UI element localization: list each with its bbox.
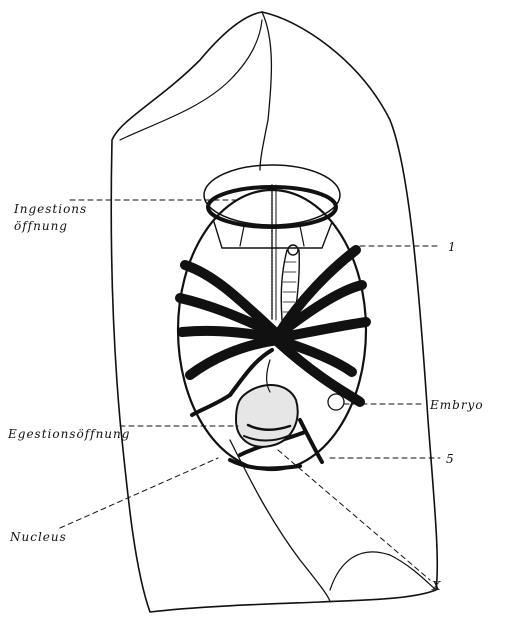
- lower-right-fold: [330, 552, 436, 590]
- cup-strut-left: [240, 226, 244, 246]
- label-embryo: Embryo: [429, 398, 484, 412]
- label-number-5: 5: [446, 452, 455, 466]
- label-x: X: [431, 579, 442, 593]
- left-fold-line: [120, 20, 262, 140]
- label-ingestion-line1: Ingestions: [13, 202, 87, 216]
- label-nucleus: Nucleus: [9, 530, 67, 544]
- pharynx-top-knob: [288, 245, 298, 255]
- label-number-1: 1: [448, 240, 457, 254]
- inner-fold-line: [260, 12, 271, 170]
- label-ingestion-line2: öffnung: [14, 219, 68, 233]
- label-egestion: Egestionsöffnung: [7, 427, 130, 441]
- radiating-arms: [180, 250, 366, 402]
- embryo-circle: [328, 394, 344, 410]
- cup-strut-right: [300, 226, 304, 246]
